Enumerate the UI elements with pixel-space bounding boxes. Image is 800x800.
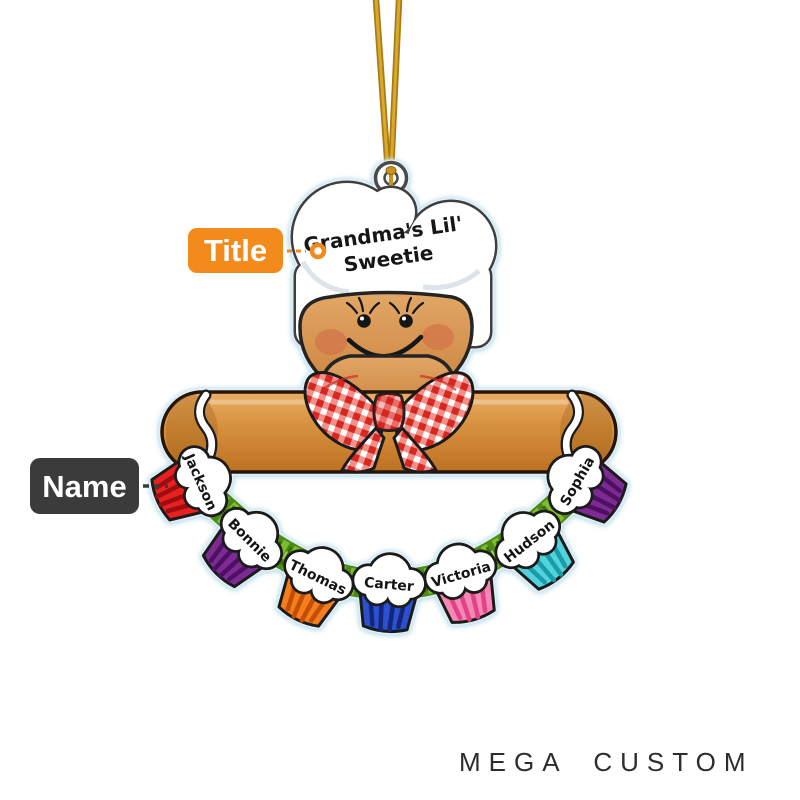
hanger-loop-icon xyxy=(373,160,409,196)
cupcake: Victoria xyxy=(419,536,507,629)
cupcake-row: Jackson Bonnie Thomas Carter xyxy=(143,436,635,635)
title-callout: Title xyxy=(188,228,327,273)
brand-logo: MEGA CUSTOM xyxy=(459,747,754,777)
cupcake: Hudson xyxy=(484,497,586,600)
name-callout-badge[interactable] xyxy=(30,458,139,514)
title-callout-badge[interactable] xyxy=(188,228,283,273)
name-callout-label: Name xyxy=(42,469,126,504)
cheek-right xyxy=(422,324,454,350)
title-connector-dot xyxy=(309,242,327,260)
eyelashes xyxy=(345,296,425,315)
cupcake-name-label[interactable]: Carter xyxy=(363,575,414,595)
cupcake: Bonnie xyxy=(192,495,296,599)
cheek-left xyxy=(315,329,347,355)
name-callout: Name xyxy=(30,458,168,514)
gold-string xyxy=(372,0,403,176)
title-callout-label: Title xyxy=(204,233,267,268)
cupcake: Thomas xyxy=(266,536,362,635)
cupcake: Carter xyxy=(350,552,426,634)
gingham-bow xyxy=(303,371,475,474)
cupcake: Sophia xyxy=(534,436,635,535)
cupcake: Jackson xyxy=(143,438,241,533)
eyes xyxy=(357,314,413,328)
